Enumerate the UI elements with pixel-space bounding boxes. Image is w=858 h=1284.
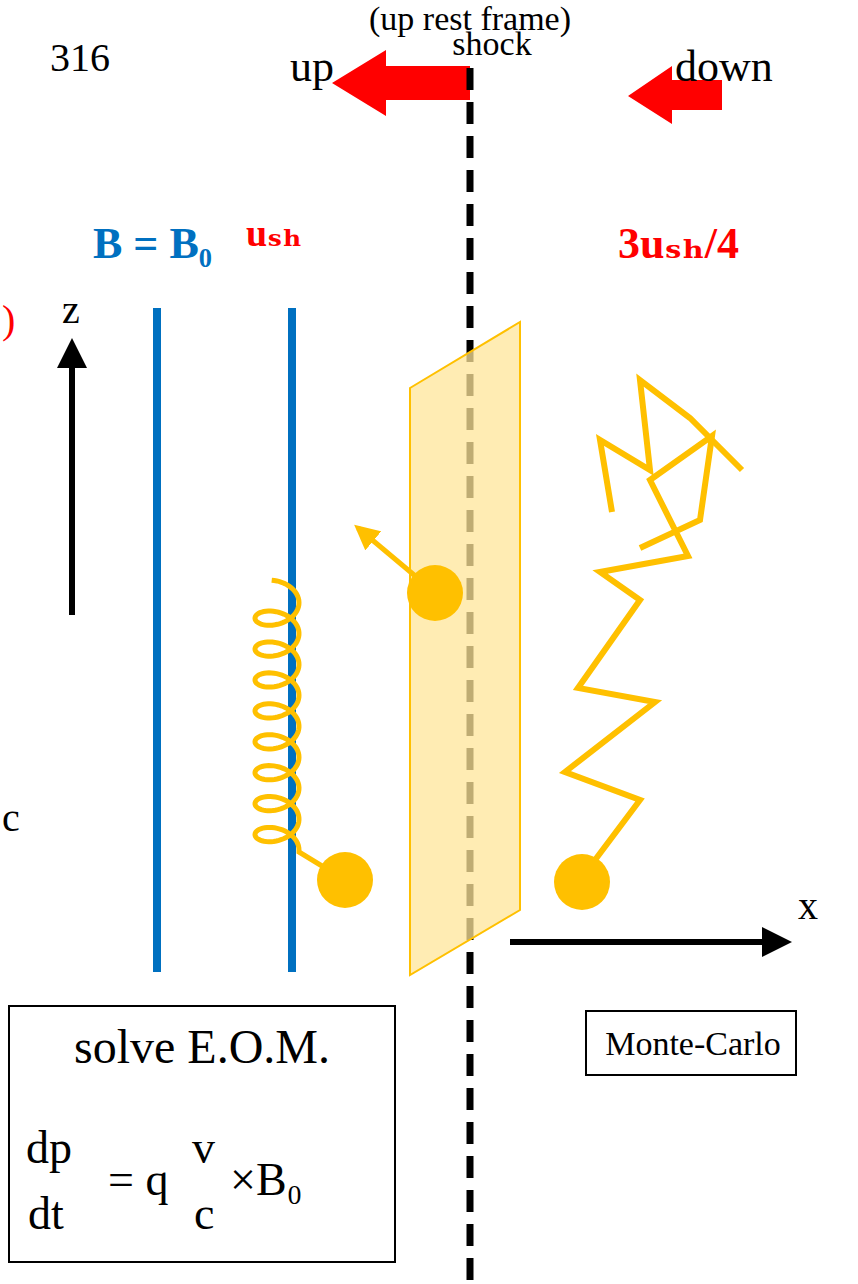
field-label: B = B₀ [93, 222, 212, 266]
region-label: up [290, 45, 334, 89]
equation-term: v [192, 1125, 215, 1171]
region-label: down [675, 45, 773, 89]
field-line [288, 308, 296, 972]
axis-label: x [798, 886, 818, 926]
box-heading: solve E.O.M. [74, 1023, 330, 1071]
axis-label: z [62, 290, 80, 330]
method-box: Monte-Carlo [585, 1010, 797, 1076]
scatter-path [565, 436, 712, 880]
equation-term: dp [26, 1125, 72, 1171]
equation-term: c [194, 1191, 214, 1237]
particle [407, 565, 463, 621]
gyration-path [255, 580, 345, 880]
cut-text: c [2, 798, 20, 838]
shock-region [410, 322, 520, 975]
velocity-label: uₛₕ [246, 214, 302, 252]
particle [317, 852, 373, 908]
cut-symbol: ) [2, 300, 15, 340]
scatter-path [600, 380, 742, 512]
shock-label: shock [452, 27, 531, 61]
upstream-flow-arrow [332, 50, 470, 116]
equation-term: ×B₀ [230, 1157, 303, 1203]
page-number: 316 [50, 38, 110, 78]
velocity-label: 3uₛₕ/4 [618, 222, 739, 266]
particle [554, 854, 610, 910]
field-line [153, 308, 161, 972]
equation-box: solve E.O.M. dp dt = q vc ×B₀ [8, 1005, 396, 1263]
equation-term: = q [108, 1157, 168, 1203]
z-axis-arrow [69, 344, 75, 615]
equation-term: dt [28, 1191, 64, 1237]
x-axis-arrow [510, 939, 786, 945]
box-label: Monte-Carlo [605, 1027, 781, 1061]
